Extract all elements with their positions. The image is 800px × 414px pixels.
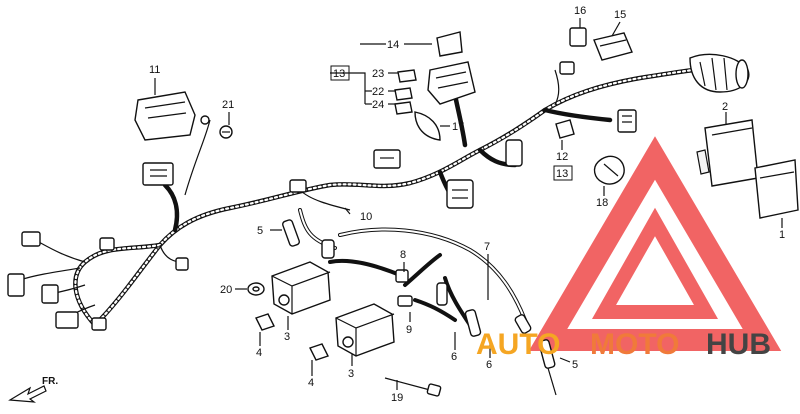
part-nut-4-lower <box>309 343 329 361</box>
watermark-text: AUTO MOTO HUB <box>476 328 771 361</box>
label-10: 10 <box>360 211 372 223</box>
part-ignition-coil-lower <box>335 303 395 357</box>
part-bolt-19 <box>384 377 442 397</box>
part-nut-4-upper <box>255 313 275 331</box>
label-7: 7 <box>484 241 490 253</box>
front-direction-label: FR. <box>42 376 58 387</box>
label-16: 16 <box>574 5 586 17</box>
watermark-logo <box>528 136 782 351</box>
label-6-left: 6 <box>451 351 457 363</box>
label-9: 9 <box>406 324 412 336</box>
label-4-lower: 4 <box>308 377 314 389</box>
part-plug-cables <box>282 208 557 396</box>
front-direction-indicator: FR. <box>8 376 58 403</box>
part-clips-22-24 <box>394 69 417 115</box>
part-harness-end <box>689 53 750 93</box>
part-band-17 <box>414 111 441 141</box>
part-ecu <box>134 91 196 186</box>
label-21: 21 <box>222 99 234 111</box>
label-2: 2 <box>722 101 728 113</box>
main-wire-harness <box>73 65 713 328</box>
part-cover-14 <box>427 31 476 105</box>
label-5-right: 5 <box>572 359 578 371</box>
label-14: 14 <box>387 39 399 51</box>
label-5-left: 5 <box>257 225 263 237</box>
label-20: 20 <box>220 284 232 296</box>
part-cover-1 <box>754 159 799 219</box>
label-23: 23 <box>372 68 384 80</box>
label-8: 8 <box>400 249 406 261</box>
label-11: 11 <box>149 64 160 76</box>
label-19: 19 <box>391 392 403 404</box>
label-1: 1 <box>779 229 785 241</box>
label-6-right: 6 <box>486 359 492 371</box>
part-connectors-left <box>7 179 307 331</box>
watermark-hub: HUB <box>706 328 771 361</box>
label-24: 24 <box>372 99 384 111</box>
label-22: 22 <box>372 86 384 98</box>
watermark-moto: MOTO <box>590 328 679 361</box>
part-relay-15 <box>559 27 633 75</box>
part-bolt-21 <box>200 115 233 139</box>
label-15: 15 <box>614 9 626 21</box>
part-labels: 14 13 23 22 24 17 11 21 5 10 8 7 20 3 4 … <box>149 5 785 404</box>
watermark-auto: AUTO <box>476 328 560 361</box>
label-13-upper: 13 <box>333 68 345 80</box>
part-washer-20 <box>247 282 265 296</box>
label-12: 12 <box>556 151 568 163</box>
label-4-upper: 4 <box>256 347 262 359</box>
label-3-upper: 3 <box>284 331 290 343</box>
part-grommet-18 <box>593 155 625 185</box>
label-3-lower: 3 <box>348 368 354 380</box>
part-connectors-mid <box>373 109 637 209</box>
leader-lines <box>154 18 783 390</box>
label-18: 18 <box>596 197 608 209</box>
label-17: 17 <box>452 121 464 133</box>
part-ignition-coil-upper <box>271 261 331 315</box>
part-clip-12 <box>555 119 575 139</box>
label-13-lower: 13 <box>556 168 568 180</box>
part-module-2 <box>696 119 759 187</box>
